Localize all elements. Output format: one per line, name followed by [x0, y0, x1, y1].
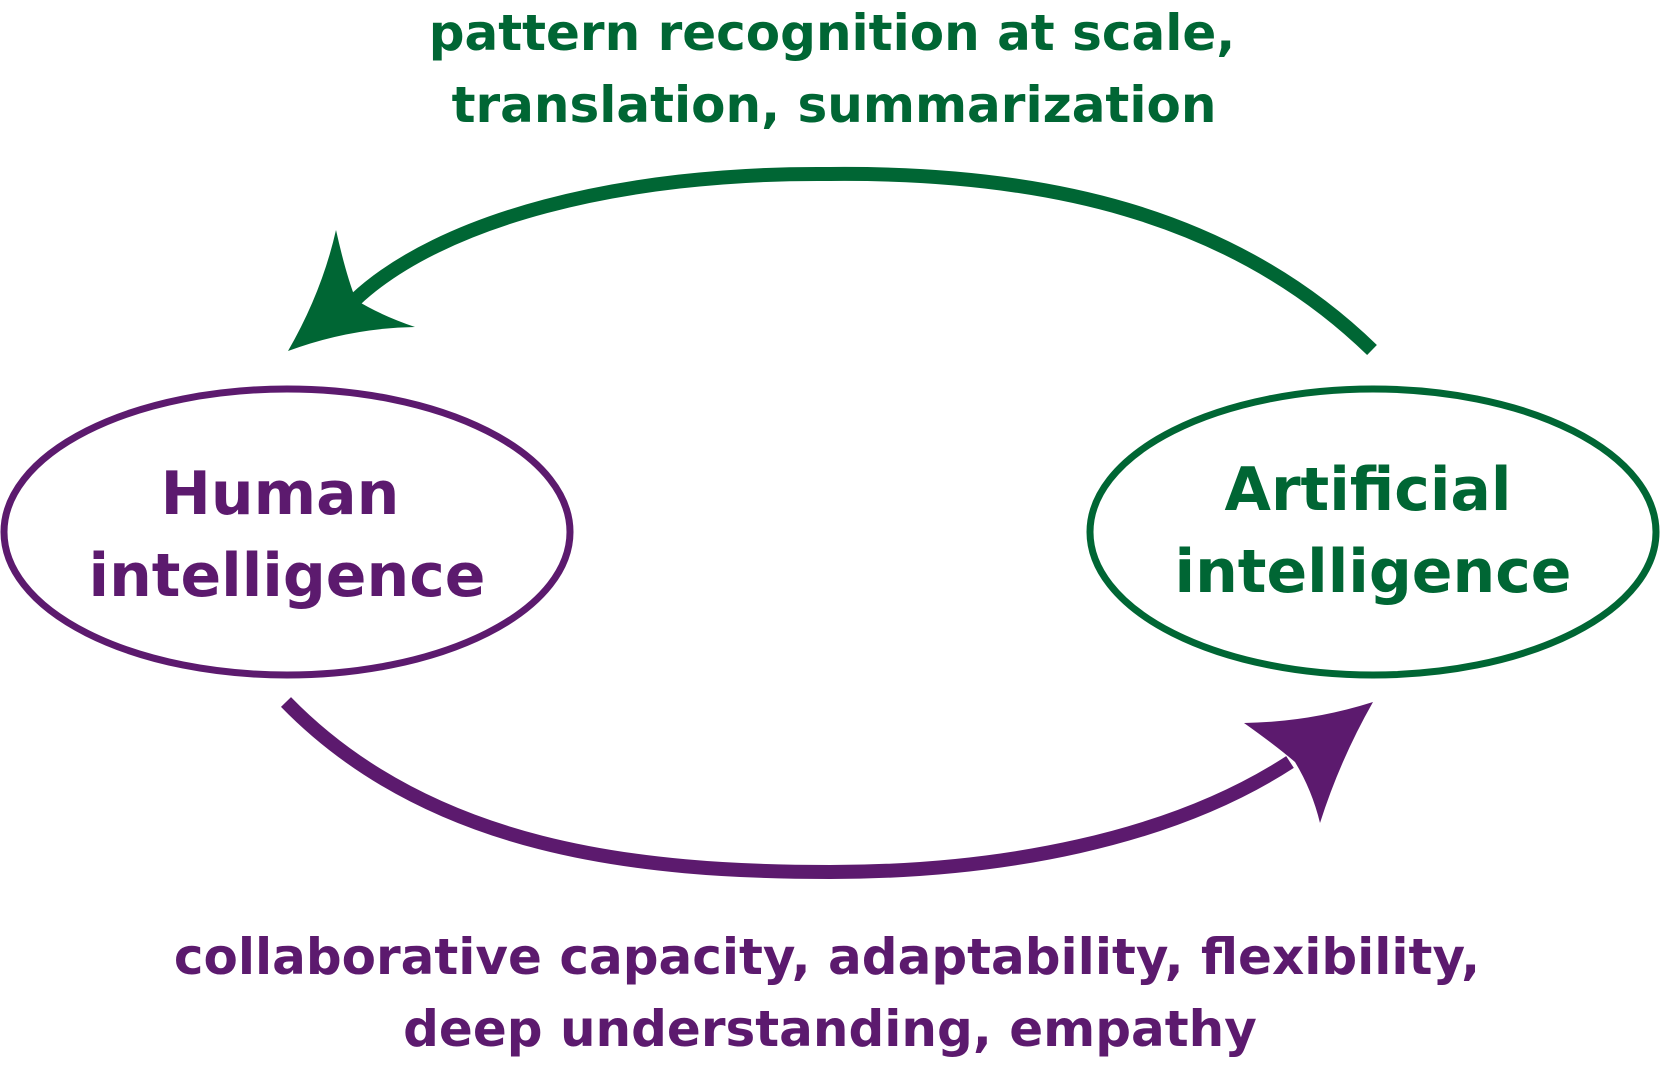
- human-node-label-line-1: Human: [161, 459, 400, 529]
- human-node-label-line-2: intelligence: [89, 541, 486, 611]
- human-intelligence-node: [0, 385, 574, 679]
- top-caption-line-1: pattern recognition at scale,: [429, 4, 1236, 62]
- top-caption-line-2: translation, summarization: [452, 76, 1217, 134]
- artificial-intelligence-node: [1086, 385, 1660, 679]
- bottom-caption-line-2: deep understanding, empathy: [403, 1000, 1257, 1058]
- bottom-caption-line-1: collaborative capacity, adaptability, fl…: [174, 928, 1480, 986]
- ai-to-human-arrow: [350, 166, 1377, 356]
- human-to-ai-arrow: [280, 697, 1294, 880]
- ai-node-label-line-1: Artificial: [1225, 455, 1512, 525]
- ai-to-human-arrowhead: [288, 230, 415, 351]
- human-to-ai-arrowhead: [1244, 702, 1373, 823]
- ai-node-label-line-2: intelligence: [1175, 537, 1572, 607]
